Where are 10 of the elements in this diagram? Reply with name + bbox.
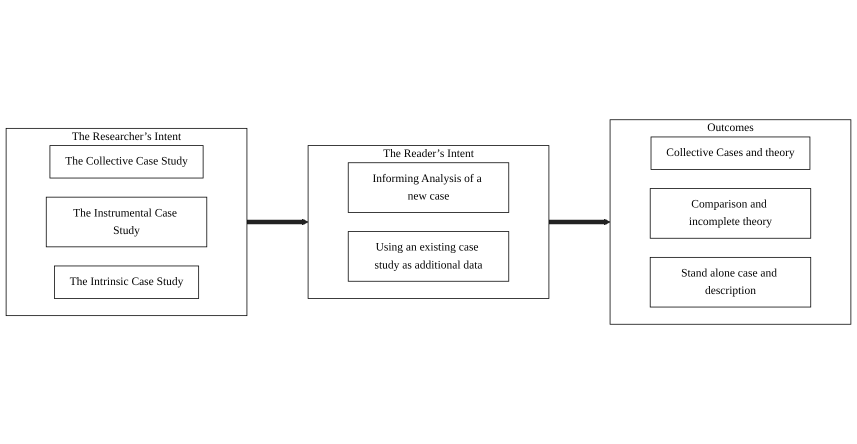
- node-box: Comparison and incomplete theory: [650, 188, 812, 239]
- node-box: Informing Analysis of a new case: [348, 162, 510, 213]
- node-box: The Collective Case Study: [50, 145, 204, 178]
- node-box: Stand alone case and description: [650, 256, 812, 308]
- arrow: [246, 218, 308, 226]
- node-box: The Intrinsic Case Study: [54, 266, 200, 299]
- node-box: The Instrumental Case Study: [46, 196, 208, 248]
- arrow: [548, 218, 610, 226]
- node-box: Collective Cases and theory: [650, 136, 810, 170]
- node-box: Using an existing case study as additional data: [348, 231, 510, 282]
